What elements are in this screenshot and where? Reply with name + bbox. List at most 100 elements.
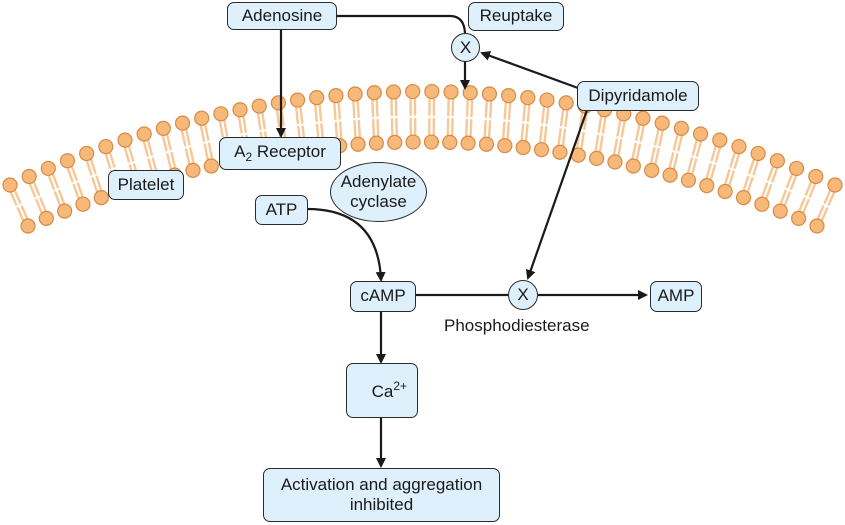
lipid-head [270,95,286,111]
lipid-head [98,138,114,155]
lipid-tail [820,207,829,222]
lipid-tail [742,175,750,192]
lipid-head [809,218,825,234]
a2-prefix: A [234,142,246,162]
lipid-head [117,132,133,148]
lipid-tail [583,112,588,131]
lipid-tail [146,139,154,156]
lipid-tail [733,152,741,169]
lipid-head [478,136,495,152]
lipid-tail [506,121,510,141]
lipid-head [309,90,325,106]
platelet-membrane [2,83,843,234]
lipid-tail [765,183,773,200]
lipid-tail [313,103,318,122]
lipid-tail [372,118,376,138]
lipid-tail [170,151,177,169]
lipid-head [662,167,678,183]
lipid-tail [654,147,660,166]
lipid-head [2,177,18,193]
lipid-tail [487,120,492,139]
lipid-tail [371,98,375,118]
lipid-tail [58,189,66,205]
lipid-tail [612,138,619,156]
lipid-tail [564,108,569,128]
lipid-head [625,158,641,174]
lipid-head [79,145,95,162]
a2-suffix: Receptor [252,142,326,162]
lipid-tail [166,153,173,171]
lipid-tail [39,197,47,213]
lipid-head [185,162,201,178]
lipid-head [57,203,73,219]
calcium-charge: 2+ [393,378,407,393]
adenosine-label: Adenosine [241,5,323,25]
reuptake-node: Reuptake [468,2,564,31]
lipid-head [692,126,709,142]
lipid-head [203,158,219,174]
lipid-tail [541,105,546,124]
lipid-tail [578,111,584,130]
lipid-tail [20,205,29,220]
lipid-tail [375,98,379,118]
lipid-tail [617,139,623,157]
lipid-head [213,106,229,122]
lipid-tail [728,170,735,187]
lipid-head [405,83,421,100]
lipid-tail [72,183,80,200]
dipyridamole-node: Dipyridamole [577,81,699,111]
calcium-symbol: Ca [371,381,394,401]
lipid-tail [760,182,769,199]
reuptake-label: Reuptake [479,6,553,26]
dipyridamole-to-reuptake-arrow [480,51,579,90]
lipid-head [735,190,752,206]
lipid-tail [543,125,548,145]
lipid-tail [484,99,489,119]
lipid-tail [714,146,722,163]
lipid-head [552,144,568,160]
reuptake-inhibition-x: X [451,33,480,62]
lipid-head [194,110,210,126]
lipid-head [387,134,403,151]
lipid-tail [95,175,103,192]
lipid-tail [635,123,641,141]
a2-receptor-label: A2 Receptor [234,142,326,164]
lipid-tail [808,182,817,198]
lipid-tail [483,119,487,139]
adenosine-node: Adenosine [227,2,337,30]
lipid-tail [9,191,18,206]
inhibit-x-icon: X [459,37,472,57]
lipid-head [717,183,733,200]
lipid-tail [594,134,600,153]
lipid-tail [66,166,74,183]
lipid-tail [333,101,337,121]
lipid-head [424,83,440,100]
lipid-tail [789,174,798,190]
lipid-tail [672,133,679,151]
lipid-tail [357,119,362,139]
phosphodiesterase-inhibition-x: X [508,280,538,310]
lipid-tail [802,198,810,214]
lipid-tail [654,128,660,146]
lipid-tail [729,151,737,168]
lipid-tail [649,147,656,165]
atp-node: ATP [255,195,308,225]
dipyridamole-to-pde-arrow [525,109,589,280]
lipid-tail [709,164,717,181]
lipid-tail [597,115,603,133]
lipid-head [539,92,555,108]
lipid-head [772,203,788,219]
lipid-tail [318,103,323,122]
lipid-head [673,120,689,136]
lipid-tail [668,151,675,169]
platelet-label-box: Platelet [108,170,184,200]
lipid-tail [242,115,248,133]
lipid-tail [746,176,754,193]
lipid-head [558,95,574,111]
lipid-tail [275,108,281,128]
camp-node: cAMP [350,281,416,312]
lipid-head [481,86,498,102]
lipid-head [515,139,531,156]
lipid-tail [686,157,694,175]
lipid-tail [165,133,172,151]
